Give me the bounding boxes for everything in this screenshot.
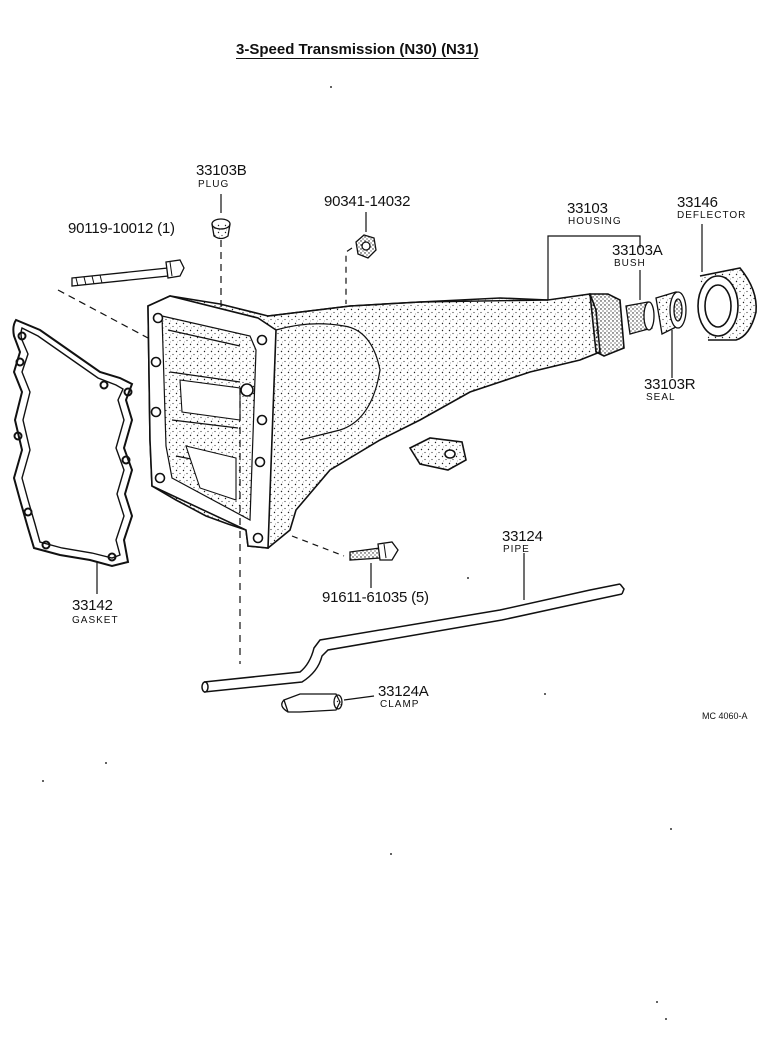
nut-part [355,234,377,259]
part-number-pipe: 33124 [502,528,543,545]
housing-part [147,293,625,549]
part-number-gasket: 33142 [72,597,113,614]
part-number-bush: 33103A [612,242,663,259]
part-name-clamp: CLAMP [380,699,420,710]
part-name-housing: HOUSING [568,216,622,227]
part-number-seal: 33103R [644,376,696,393]
part-name-deflector: DEFLECTOR [677,210,747,221]
seal-part [655,291,687,335]
short-bolt-part [349,541,399,561]
part-number-nut: 90341-14032 [324,193,411,210]
short-bolt-guide-line [291,535,345,557]
pipe-part [201,583,625,693]
part-number-plug: 33103B [196,162,247,179]
part-number-clamp: 33124A [378,683,429,700]
nut-guide-line [345,247,353,304]
part-number-housing: 33103 [567,200,608,217]
clamp-part [281,693,343,713]
plug-part [211,218,231,240]
clamp-leader [343,695,375,701]
bush-part [625,301,655,335]
gasket-part [12,318,134,568]
part-name-pipe: PIPE [503,544,530,555]
part-number-deflector: 33146 [677,194,718,211]
part-name-plug: PLUG [198,179,230,190]
long-bolt-part [71,259,185,287]
housing-bracket [547,235,641,300]
part-name-seal: SEAL [646,392,676,403]
long-bolt-guide-line [57,289,149,339]
part-number-long-bolt: 90119-10012 (1) [68,220,175,237]
scan-specks [42,86,672,1020]
deflector-part [697,267,757,341]
diagram-title: 3-Speed Transmission (N30) (N31) [236,41,479,58]
part-name-bush: BUSH [614,258,646,269]
drawing-code: MC 4060-A [702,711,748,721]
part-number-short-bolt: 91611-61035 (5) [322,589,429,606]
part-name-gasket: GASKET [72,615,119,626]
